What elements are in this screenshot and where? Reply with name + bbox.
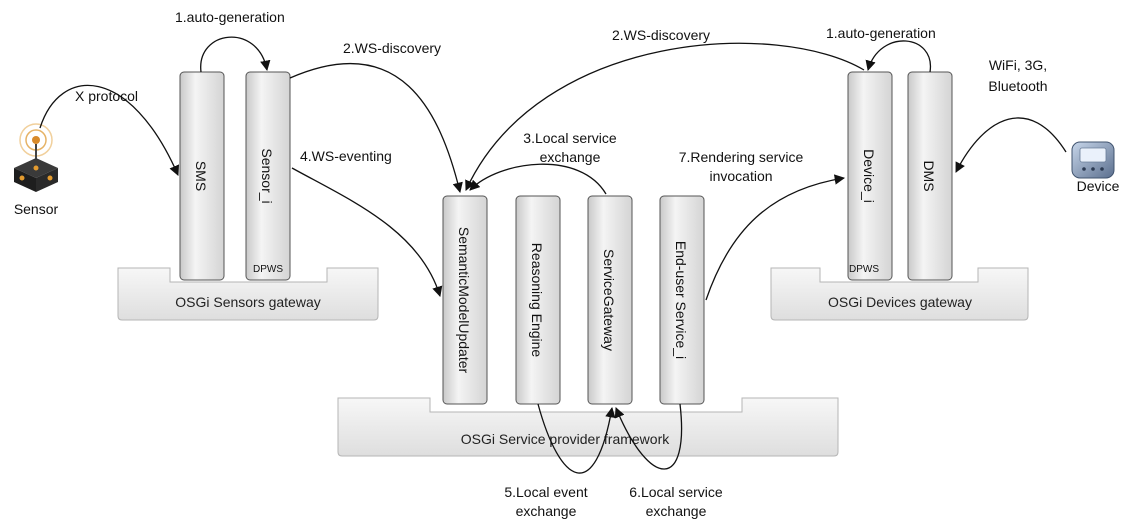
auto-generation-left-label: 1.auto-generation <box>175 9 285 25</box>
sensor-i-label: Sensor_i <box>259 148 275 203</box>
auto-generation-right-arrow <box>865 40 931 73</box>
end-user-service-component: End-user Service_i <box>659 195 705 405</box>
provider-framework-label: OSGi Service provider framework <box>461 431 671 447</box>
wireless-arrow <box>955 117 1067 173</box>
auto-generation-right-label: 1.auto-generation <box>826 25 936 41</box>
local-service-exchange-6-label-line1: 6.Local service <box>629 484 723 500</box>
reasoning-engine-component: Reasoning Engine <box>515 195 561 405</box>
rendering-label-line2: invocation <box>709 168 772 184</box>
rendering-label-line1: 7.Rendering service <box>679 149 804 165</box>
x-protocol-arrow <box>39 84 180 176</box>
ws-discovery-left-arrow <box>289 62 463 194</box>
sensors-gateway-label: OSGi Sensors gateway <box>175 294 321 310</box>
local-event-exchange-label-line1: 5.Local event <box>504 484 587 500</box>
sensors-gateway: OSGi Sensors gateway <box>117 267 379 321</box>
sms-component: SMS <box>179 71 225 281</box>
reasoning-engine-label: Reasoning Engine <box>529 243 545 358</box>
local-service-exchange-6-label-line2: exchange <box>646 503 707 519</box>
local-service-exchange-arrow <box>469 163 607 195</box>
wireless-label-line2: Bluetooth <box>988 78 1047 94</box>
service-gateway-label: ServiceGateway <box>601 249 617 351</box>
rendering-invocation-arrow <box>705 174 846 301</box>
sensor-icon: Sensor <box>14 123 59 217</box>
device-label: Device <box>1077 178 1120 194</box>
ws-discovery-right-label: 2.WS-discovery <box>612 27 710 43</box>
dms-component: DMS <box>907 71 953 281</box>
ws-discovery-left-label: 2.WS-discovery <box>343 40 441 56</box>
ws-eventing-label: 4.WS-eventing <box>300 148 392 164</box>
local-event-exchange-label-line2: exchange <box>516 503 577 519</box>
devices-gateway: OSGi Devices gateway <box>770 267 1029 321</box>
wireless-label-line1: WiFi, 3G, <box>989 57 1047 73</box>
local-service-exchange-label-line1: 3.Local service <box>523 130 617 146</box>
device-i-label: Device_i <box>861 149 877 203</box>
phone-icon: Device <box>1071 141 1120 194</box>
sensor-i-component: Sensor_i DPWS <box>245 71 291 281</box>
ws-discovery-right-arrow <box>465 42 865 191</box>
local-service-exchange-label-line2: exchange <box>540 149 601 165</box>
local-event-exchange-arrow <box>537 403 616 474</box>
ws-eventing-arrow <box>291 167 443 297</box>
end-user-service-label: End-user Service_i <box>673 241 689 359</box>
device-i-component: Device_i DPWS <box>847 71 893 281</box>
sms-label: SMS <box>193 161 209 191</box>
local-service-exchange-6-arrow <box>614 403 683 470</box>
dms-label: DMS <box>921 160 937 191</box>
dpws-tag-left: DPWS <box>253 264 283 275</box>
provider-framework: OSGi Service provider framework <box>337 397 839 457</box>
sensor-label: Sensor <box>14 201 59 217</box>
dpws-tag-right: DPWS <box>849 264 879 275</box>
semantic-model-updater-label: SemanticModelUpdater <box>456 227 472 374</box>
devices-gateway-label: OSGi Devices gateway <box>828 294 972 310</box>
x-protocol-label: X protocol <box>75 88 138 104</box>
service-gateway-component: ServiceGateway <box>587 195 633 405</box>
auto-generation-left-arrow <box>200 36 271 73</box>
semantic-model-updater-component: SemanticModelUpdater <box>442 195 488 405</box>
